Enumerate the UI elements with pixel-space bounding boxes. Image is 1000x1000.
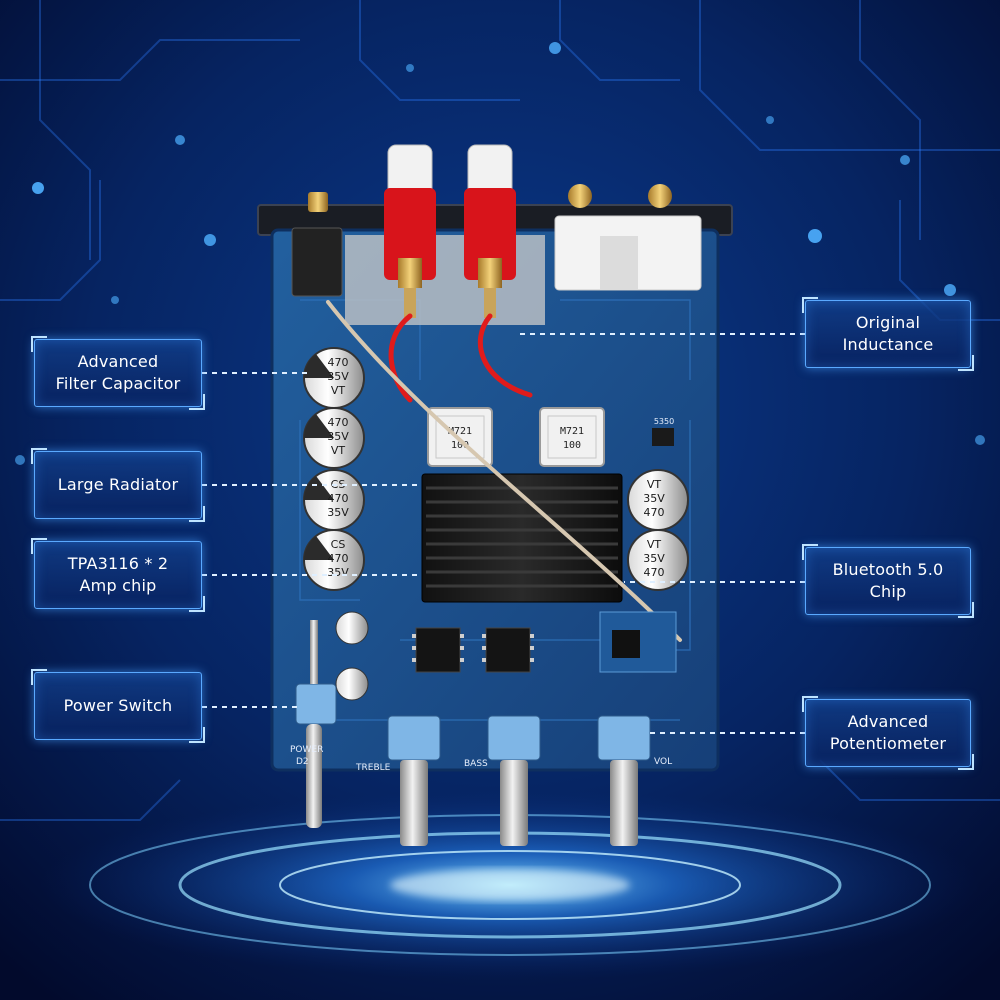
cap-label: 470 bbox=[328, 416, 349, 429]
callout-power-switch: Power Switch bbox=[31, 669, 205, 743]
cap-label: 35V bbox=[327, 566, 349, 579]
speaker-terminal-right bbox=[464, 144, 516, 318]
dc-power-jack bbox=[291, 192, 343, 297]
power-ref-label: D2 bbox=[296, 757, 309, 767]
power-label: POWER bbox=[290, 745, 323, 755]
filter-capacitors-right: VT 35V 470 VT 35V 470 bbox=[627, 469, 689, 591]
cap-label: VT bbox=[647, 538, 662, 551]
cap-label: 35V bbox=[327, 430, 349, 443]
callout-bluetooth: Bluetooth 5.0 Chip bbox=[802, 544, 974, 618]
callout-potentiometer: Advanced Potentiometer bbox=[802, 696, 974, 770]
rca-input-block bbox=[554, 184, 702, 291]
inductor-label: M721 bbox=[560, 426, 584, 437]
power-switch: POWER D2 bbox=[290, 620, 337, 828]
cap-label: VT bbox=[331, 444, 346, 457]
cap-label: 35V bbox=[327, 506, 349, 519]
cap-label: VT bbox=[331, 384, 346, 397]
knob-label-bass: BASS bbox=[464, 759, 488, 769]
callout-large-radiator: Large Radiator bbox=[31, 448, 205, 522]
heat-sink bbox=[421, 473, 623, 603]
speaker-terminal-left bbox=[384, 144, 436, 318]
chip-label: 5350 bbox=[654, 417, 674, 426]
knob-label-treble: TREBLE bbox=[355, 763, 391, 773]
cap-label: 470 bbox=[644, 566, 665, 579]
callout-filter-capacitor: Advanced Filter Capacitor bbox=[31, 336, 205, 410]
inductor-label: 100 bbox=[563, 440, 581, 451]
callout-leader-lines bbox=[202, 333, 805, 734]
cap-label: 470 bbox=[328, 552, 349, 565]
cap-label: 470 bbox=[644, 506, 665, 519]
cap-label: 35V bbox=[327, 370, 349, 383]
bluetooth-module bbox=[599, 611, 677, 673]
cap-label: CS bbox=[331, 478, 346, 491]
cap-label: CS bbox=[331, 538, 346, 551]
amp-ic-chips bbox=[412, 627, 534, 673]
regulator-chip: 5350 bbox=[652, 417, 674, 446]
callout-inductance: Original Inductance bbox=[802, 297, 974, 371]
potentiometers: TREBLE BASS VOL bbox=[355, 715, 672, 846]
cap-label: 470 bbox=[328, 356, 349, 369]
circuit-traces-background bbox=[0, 0, 1000, 821]
cap-label: 35V bbox=[643, 552, 665, 565]
antenna-wire bbox=[326, 300, 682, 642]
amplifier-board: 470 35V VT 470 35V VT CS 470 35V bbox=[257, 144, 733, 846]
glow-dots-background bbox=[15, 42, 985, 465]
cap-label: VT bbox=[647, 478, 662, 491]
cap-label: 35V bbox=[643, 492, 665, 505]
callout-amp-chip: TPA3116 * 2 Amp chip bbox=[31, 538, 205, 612]
filter-capacitors-left: 470 35V VT 470 35V VT CS 470 35V bbox=[303, 347, 365, 591]
inductor-label: M721 bbox=[448, 426, 472, 437]
small-capacitors bbox=[335, 611, 369, 701]
inductor-label: 100 bbox=[451, 440, 469, 451]
holographic-floor bbox=[40, 790, 980, 980]
red-wires bbox=[388, 313, 533, 403]
cap-label: 470 bbox=[328, 492, 349, 505]
knob-label-vol: VOL bbox=[654, 757, 672, 767]
